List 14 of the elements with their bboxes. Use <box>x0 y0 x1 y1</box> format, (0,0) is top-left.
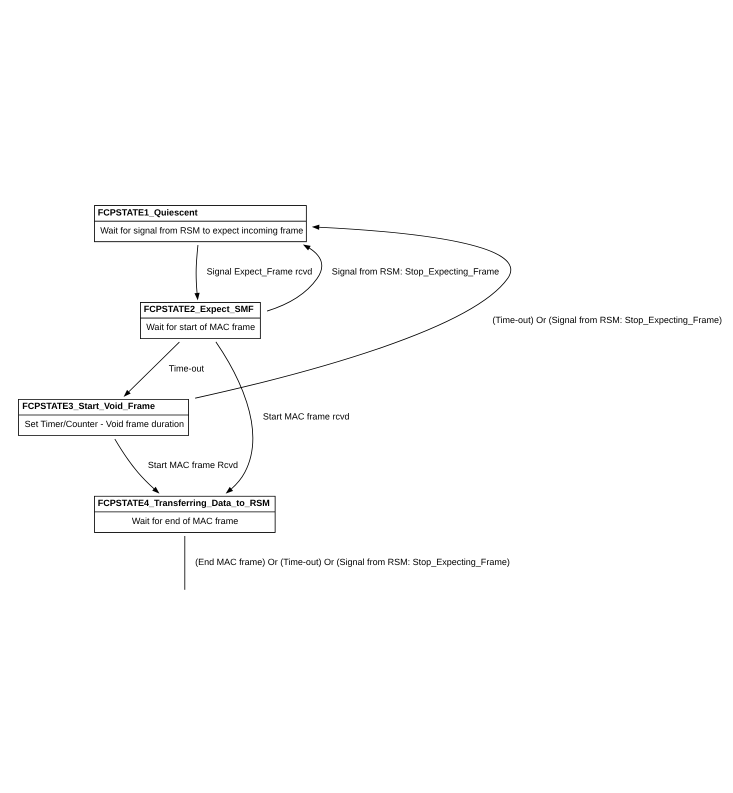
arrow <box>124 342 180 397</box>
arrow <box>194 244 200 300</box>
arrow <box>194 224 512 399</box>
arrow <box>266 244 322 312</box>
edge-label: Start MAC frame rcvd <box>262 412 350 422</box>
edge-label: Start MAC frame Rcvd <box>148 460 238 470</box>
edge-label: Signal Expect_Frame rcvd <box>206 266 312 276</box>
edge-label: Time-out <box>168 363 204 374</box>
connector <box>184 536 186 590</box>
arrow <box>114 438 160 494</box>
edge-label: Signal from RSM: Stop_Expecting_Frame <box>332 266 500 276</box>
edge-label: (End MAC frame) Or (Time-out) Or (Signal from RSM: Stop_Expecting_Frame) <box>195 557 510 568</box>
arrow <box>215 341 254 494</box>
edge-label: (Time-out) Or (Signal from RSM: Stop_Expecting_Frame) <box>492 314 722 325</box>
